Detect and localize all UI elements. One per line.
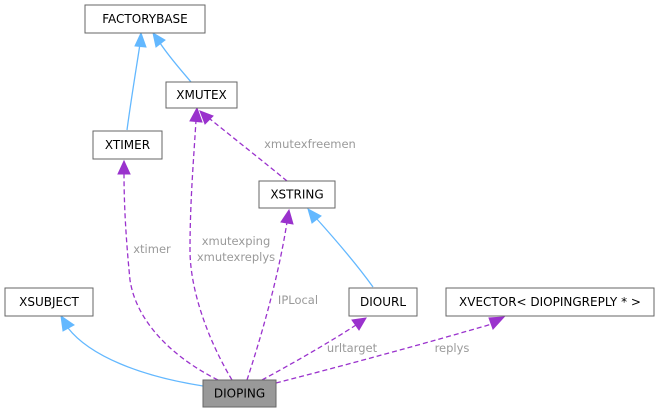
node-factorybase-label: FACTORYBASE: [102, 12, 188, 26]
edge-dioping-to-xsubject: [60, 314, 204, 387]
node-xtimer-label: XTIMER: [105, 138, 150, 152]
node-dioping[interactable]: DIOPING: [202, 379, 277, 408]
label-xtimer: xtimer: [133, 242, 171, 256]
node-xmutex[interactable]: XMUTEX: [165, 81, 238, 109]
node-xvector[interactable]: XVECTOR< DIOPINGREPLY * >: [445, 287, 655, 317]
node-xsubject[interactable]: XSUBJECT: [4, 287, 94, 317]
node-dioping-label: DIOPING: [214, 387, 265, 401]
edge-dioping-uses-xstring: [246, 208, 294, 381]
node-xvector-label: XVECTOR< DIOPINGREPLY * >: [459, 295, 641, 309]
label-xmutexreplys: xmutexreplys: [197, 250, 275, 264]
node-xmutex-label: XMUTEX: [176, 88, 227, 102]
node-xstring-label: XSTRING: [270, 188, 323, 202]
edge-dioping-uses-xmutex: [189, 106, 233, 381]
node-diourl[interactable]: DIOURL: [348, 287, 418, 317]
node-diourl-label: DIOURL: [360, 295, 406, 309]
label-xmutexfreemen: xmutexfreemen: [264, 137, 356, 151]
edge-diourl-to-xstring: [307, 207, 374, 288]
edge-dioping-uses-diourl: [261, 317, 367, 381]
label-xmutexping: xmutexping: [202, 234, 271, 248]
label-iplocal: IPLocal: [278, 293, 318, 307]
edge-xstring-uses-xmutex: [199, 110, 288, 182]
node-factorybase[interactable]: FACTORYBASE: [84, 4, 206, 34]
edge-xtimer-to-factorybase: [126, 31, 147, 131]
edge-dioping-uses-xtimer: [117, 159, 219, 381]
node-xstring[interactable]: XSTRING: [258, 180, 336, 209]
node-xsubject-label: XSUBJECT: [19, 295, 79, 309]
edge-xmutex-to-factorybase: [152, 31, 192, 83]
label-urltarget: urltarget: [327, 341, 378, 355]
node-xtimer[interactable]: XTIMER: [92, 130, 163, 160]
label-replys: replys: [435, 341, 470, 355]
edge-dioping-uses-xvector: [275, 316, 506, 384]
